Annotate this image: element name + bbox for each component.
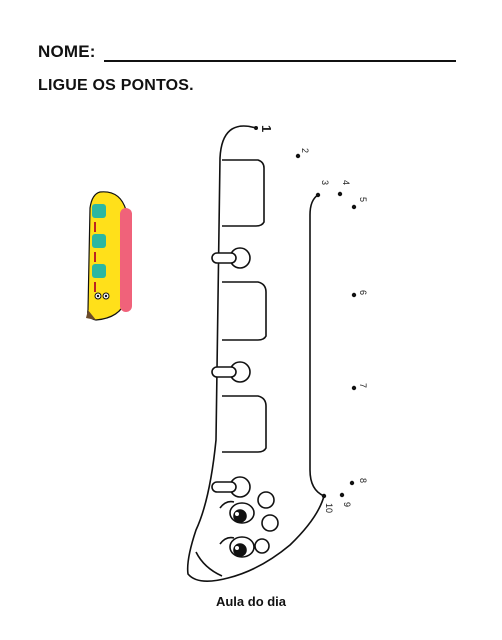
dot-1 <box>254 126 258 130</box>
dot-label: 1 <box>259 125 274 132</box>
dot-label: 10 <box>324 503 334 513</box>
dot-label: 3 <box>320 180 330 185</box>
dot-2 <box>295 153 301 159</box>
dot-labels: 1 2 3 4 5 6 7 8 9 10 <box>259 125 368 513</box>
dot-label: 4 <box>341 180 351 185</box>
dot-10 <box>321 493 327 499</box>
dot-label: 5 <box>358 197 368 202</box>
dot-label: 6 <box>358 290 368 295</box>
banana-boat-outline <box>186 125 325 582</box>
pink-float <box>120 208 132 312</box>
dot-6 <box>351 292 357 298</box>
dot-label: 2 <box>300 148 310 153</box>
dot-label: 7 <box>358 383 368 388</box>
name-label: NOME: <box>38 42 96 61</box>
dot-5 <box>351 204 357 210</box>
name-input-line[interactable] <box>103 44 456 62</box>
dot-8 <box>349 480 355 486</box>
name-field-row: NOME: <box>38 42 456 62</box>
dot-7 <box>351 385 357 391</box>
dot-3 <box>315 192 321 198</box>
dot-4 <box>337 191 343 197</box>
footer-caption: Aula do dia <box>215 594 287 609</box>
reference-banana-boat-image <box>86 191 132 321</box>
dot-points <box>254 126 357 499</box>
dot-9 <box>339 492 345 498</box>
instruction-text: LIGUE OS PONTOS. <box>38 77 194 94</box>
dot-label: 9 <box>342 502 352 507</box>
dot-label: 8 <box>358 478 368 483</box>
